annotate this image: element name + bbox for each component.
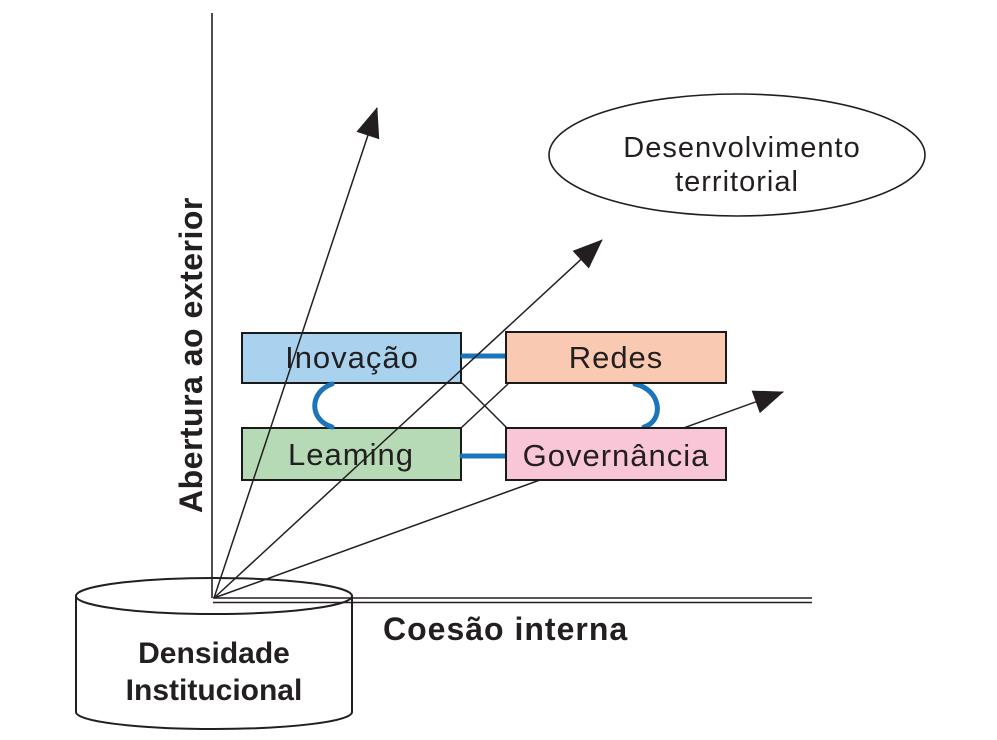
governancia-rect <box>505 427 727 481</box>
redes-label: Redes <box>569 340 664 375</box>
box-governancia: Governância <box>505 427 727 481</box>
institutional-density-cylinder: Densidade Institucional <box>75 577 353 731</box>
territorial-development-ellipse: Desenvolvimento territorial <box>548 93 926 217</box>
y-axis-label: Abertura ao exterior <box>173 197 209 513</box>
governancia-label: Governância <box>523 438 710 473</box>
cylinder-label-line2: Institucional <box>126 674 303 707</box>
goal-ellipse <box>548 93 926 217</box>
inovacao-rect <box>241 332 462 384</box>
inovacao-label: Inovação <box>285 340 419 375</box>
goal-label-line1: Desenvolvimento <box>623 132 860 164</box>
x-axis <box>213 597 812 604</box>
arrow-middle <box>213 239 603 599</box>
arrow-steep <box>213 107 380 599</box>
cylinder-body <box>75 596 353 731</box>
goal-label-line2: territorial <box>675 166 799 198</box>
learning-label: Leaming <box>288 437 414 472</box>
origin-arrows <box>213 107 784 599</box>
x-axis-label: Coesão interna <box>383 611 628 647</box>
cross-link-learning-redes <box>460 383 509 429</box>
box-redes: Redes <box>505 331 727 384</box>
redes-rect <box>505 331 727 384</box>
concept-couplings <box>312 353 660 459</box>
cylinder-label-line1: Densidade <box>138 637 290 670</box>
arrow-shallow <box>213 390 784 599</box>
box-inovacao: Inovação <box>241 332 462 384</box>
coupling-redes-governancia-arc <box>632 381 660 430</box>
cylinder-top <box>75 577 353 615</box>
coupling-inovacao-learning-arc <box>312 381 335 430</box>
cross-links <box>460 382 509 430</box>
box-learning: Leaming <box>241 427 462 481</box>
